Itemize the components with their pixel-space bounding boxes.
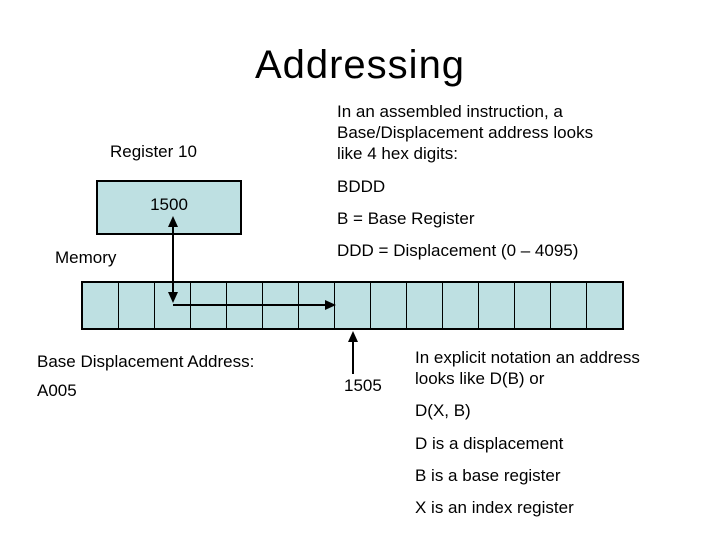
memory-cell (443, 283, 479, 328)
memory-cell (515, 283, 551, 328)
register-value: 1500 (150, 194, 188, 214)
dxb-format: D(X, B) (415, 401, 471, 420)
memory-cell (299, 283, 335, 328)
memory-address-value: 1505 (344, 376, 382, 395)
memory-cell (407, 283, 443, 328)
memory-label: Memory (55, 248, 117, 267)
memory-cell (119, 283, 155, 328)
memory-cell (335, 283, 371, 328)
displacement-definition: DDD = Displacement (0 – 4095) (337, 241, 579, 260)
base-displacement-label: Base Displacement Address: (37, 352, 255, 371)
memory-row (81, 281, 624, 330)
memory-cell (263, 283, 299, 328)
assembled-note-line: Base/Displacement address looks (337, 123, 594, 142)
assembled-note-line: In an assembled instruction, a (337, 102, 563, 121)
assembled-note-line: like 4 hex digits: (337, 144, 458, 163)
slide-title: Addressing (254, 43, 466, 87)
b-definition: B is a base register (415, 466, 561, 485)
memory-cell (227, 283, 263, 328)
memory-cell (371, 283, 407, 328)
memory-cell (551, 283, 587, 328)
memory-cell (191, 283, 227, 328)
explicit-note-line: looks like D(B) or (415, 369, 545, 388)
x-definition: X is an index register (415, 498, 574, 517)
explicit-note: In explicit notation an address looks li… (415, 347, 640, 389)
register-box: 1500 (96, 180, 242, 235)
explicit-note-line: In explicit notation an address (415, 348, 640, 367)
register-label: Register 10 (110, 142, 197, 161)
memory-cell (587, 283, 622, 328)
memory-cell (155, 283, 191, 328)
memory-address-pointer-arrow (348, 331, 358, 374)
bddd-format: BDDD (337, 177, 386, 196)
memory-cell (83, 283, 119, 328)
base-register-definition: B = Base Register (337, 209, 475, 228)
d-definition: D is a displacement (415, 434, 564, 453)
assembled-note: In an assembled instruction, a Base/Disp… (337, 101, 593, 164)
memory-cell (479, 283, 515, 328)
base-displacement-value: A005 (37, 381, 77, 400)
